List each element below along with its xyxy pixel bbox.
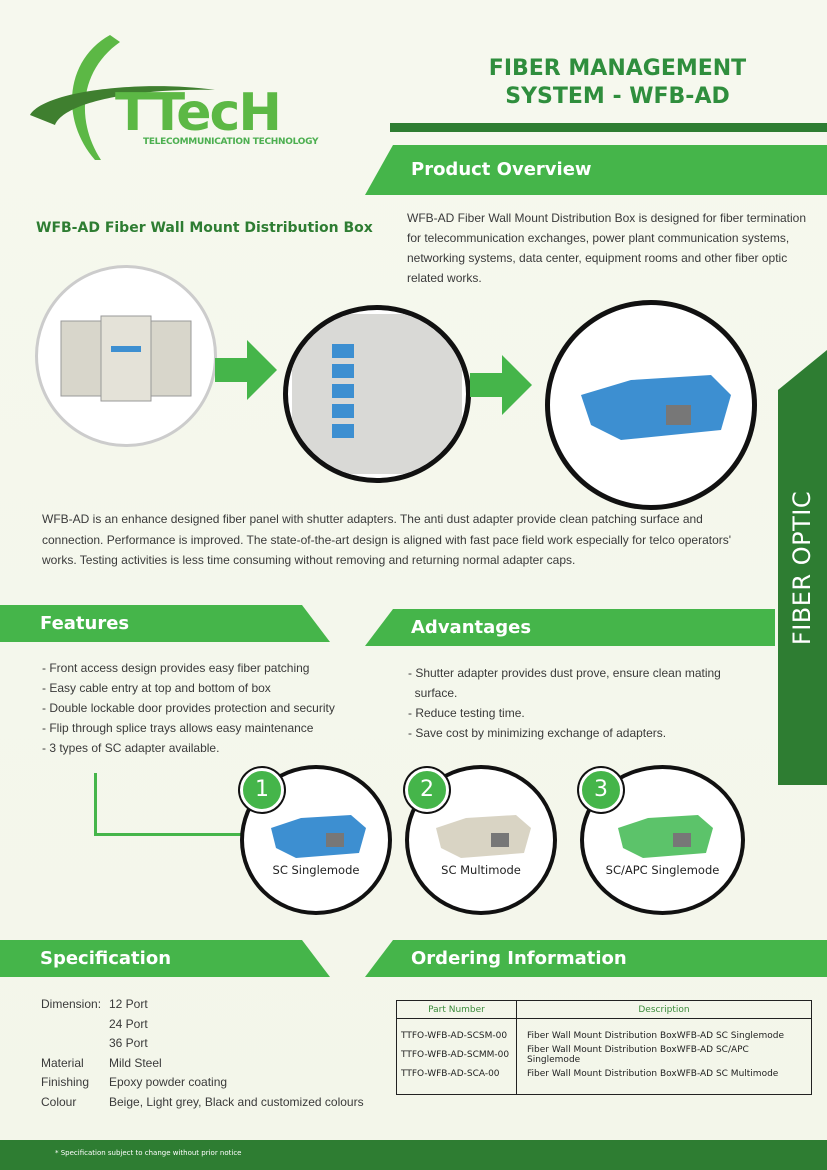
spec-row: 36 Port [41,1034,364,1054]
list-item: - Flip through splice trays allows easy … [42,721,314,735]
section-heading: Features [40,612,130,634]
adapter-label: SC Multimode [441,863,521,877]
spec-label: Dimension: [41,997,102,1011]
spec-label: Colour [41,1094,77,1109]
panel-adapters-photo [283,305,471,483]
ordering-banner: Ordering Information [365,940,827,977]
list-item: - Shutter adapter provides dust prove, e… [408,666,721,680]
spec-label: Material [41,1055,84,1070]
list-item: - 3 types of SC adapter available. [42,741,220,755]
product-overview-banner: Product Overview [365,145,827,195]
number-badge: 3 [579,768,623,812]
advantages-list: - Shutter adapter provides dust prove, e… [408,663,776,743]
features-list: - Front access design provides easy fibe… [42,658,335,758]
spec-value: 12 Port [109,997,148,1011]
title-line-2: SYSTEM - WFB-AD [505,84,730,109]
spec-row: 24 Port [41,1015,364,1035]
specification-banner: Specification [0,940,330,977]
ordering-table: Part Number Description TTFO-WFB-AD-SCSM… [396,1000,812,1095]
footer-note: * Specification subject to change withou… [55,1149,242,1157]
list-item: - Reduce testing time. [408,706,525,720]
spec-value: Mild Steel [109,1055,162,1070]
adapter-label: SC/APC Singlemode [605,863,720,877]
spec-row: Colour Beige, Light grey, Black and custo… [41,1093,364,1113]
list-item: - Save cost by minimizing exchange of ad… [408,726,667,740]
list-item: surface. [408,686,458,700]
table-row: TTFO-WFB-AD-SCMM-00 Fiber Wall Mount Dist… [396,1042,812,1067]
adapter-image [617,815,713,858]
part-number: TTFO-WFB-AD-SCSM-00 [396,1028,517,1043]
number-badge: 2 [405,768,449,812]
spec-value: 36 Port [109,1036,148,1050]
adapter-image [271,815,366,858]
spec-value: Beige, Light grey, Black and customized … [109,1094,364,1109]
section-heading: Ordering Information [411,947,627,969]
description: Fiber Wall Mount Distribution BoxWFB-AD … [527,1044,749,1065]
number-badge: 1 [240,768,284,812]
product-subtitle: WFB-AD Fiber Wall Mount Distribution Box [36,220,373,236]
description: Fiber Wall Mount Distribution BoxWFB-AD … [527,1068,779,1079]
part-number: TTFO-WFB-AD-SCA-00 [396,1066,517,1081]
section-heading: Advantages [411,616,532,638]
bracket-line [94,773,244,836]
description: Fiber Wall Mount Distribution BoxWFB-AD … [527,1030,784,1041]
list-item: - Easy cable entry at top and bottom of … [42,681,271,695]
adapter-label: SC Singlemode [272,863,360,877]
spec-row: Material Mild Steel [41,1054,364,1074]
column-header: Part Number [396,1000,517,1019]
logo-tagline: TELECOMMUNICATION TECHNOLOGY [143,137,319,147]
product-description: WFB-AD Fiber Wall Mount Distribution Box… [407,211,807,285]
advantages-banner: Advantages [365,609,775,646]
list-item: - Double lockable door provides protecti… [42,701,335,715]
arrow-right-icon [470,355,532,415]
side-label: FIBER OPTIC [778,350,827,785]
spec-row: Dimension: 12 Port [41,995,364,1015]
features-banner: Features [0,605,330,642]
table-row: TTFO-WFB-AD-SCA-00 Fiber Wall Mount Distr… [396,1066,812,1081]
spec-label: Finishing [41,1075,90,1089]
section-heading: Specification [40,947,172,969]
adapter-image [436,815,531,858]
spec-value: 24 Port [109,1016,148,1031]
title-line-1: FIBER MANAGEMENT [488,56,747,81]
sc-adapter-photo [545,300,757,510]
part-number: TTFO-WFB-AD-SCMM-00 [396,1042,517,1067]
arrow-right-icon [215,340,277,400]
company-logo: TTecH TELECOMMUNICATION TECHNOLOGY [25,30,345,160]
distribution-box-photo [35,265,217,447]
specification-list: Dimension: 12 Port 24 Port 36 Port Materi… [41,995,364,1112]
side-band [778,350,827,785]
product-body: WFB-AD is an enhance designed fiber pane… [42,512,732,567]
footer-bar: * Specification subject to change withou… [0,1140,827,1170]
table-row: TTFO-WFB-AD-SCSM-00 Fiber Wall Mount Dist… [396,1028,812,1043]
column-header: Description [638,1004,690,1015]
spec-row: Finishing Epoxy powder coating [41,1073,364,1093]
header-divider [390,123,827,132]
section-heading: Product Overview [411,159,592,180]
list-item: - Front access design provides easy fibe… [42,661,310,675]
side-label-text: FIBER OPTIC [788,490,817,645]
page-title: FIBER MANAGEMENT SYSTEM - WFB-AD [440,55,795,111]
spec-value: Epoxy powder coating [109,1075,228,1089]
svg-text:TTecH: TTecH [115,83,280,143]
